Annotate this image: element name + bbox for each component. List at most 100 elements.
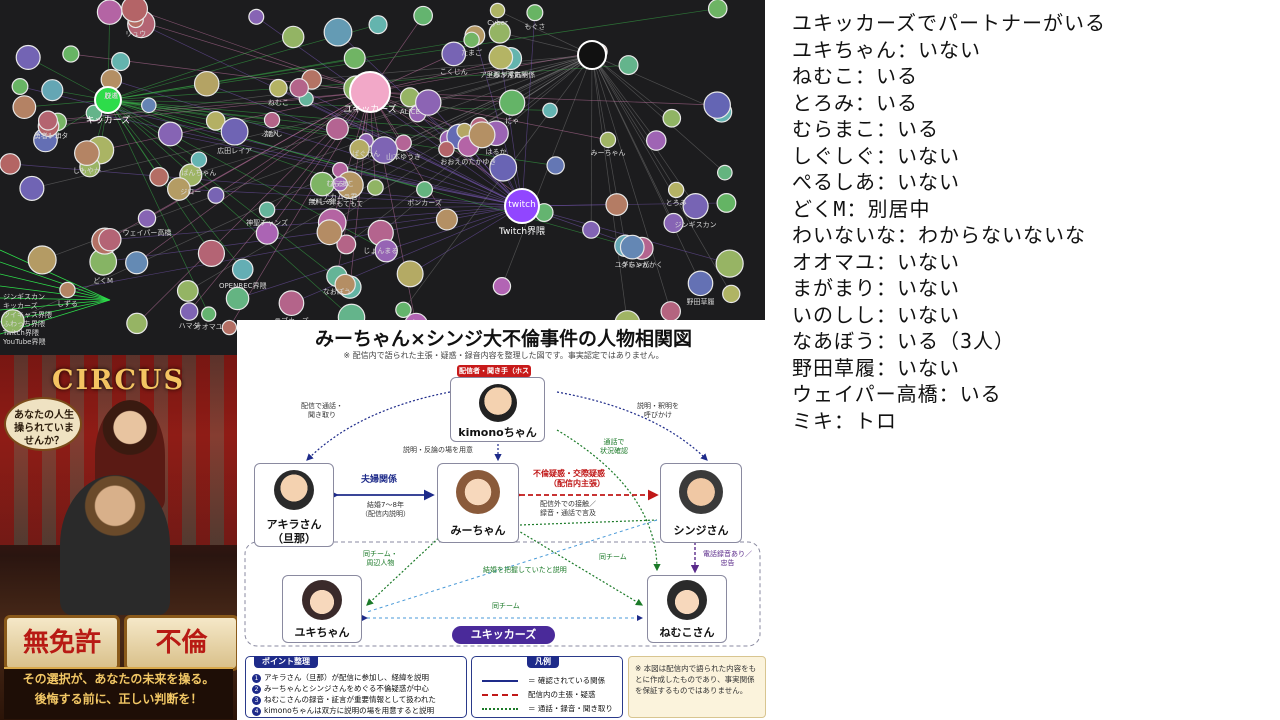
- graph-node-avatar[interactable]: [395, 134, 412, 152]
- graph-node-avatar[interactable]: [157, 121, 183, 147]
- graph-node-avatar[interactable]: [111, 52, 131, 72]
- graph-node-avatar[interactable]: [667, 181, 685, 199]
- graph-node-avatar[interactable]: [687, 270, 714, 297]
- hub-yukkers[interactable]: [349, 71, 391, 113]
- graph-node-avatar[interactable]: [220, 117, 249, 146]
- graph-node-avatar[interactable]: [722, 284, 741, 304]
- graph-node-avatar[interactable]: [74, 140, 100, 167]
- graph-node-avatar[interactable]: [716, 193, 737, 213]
- graph-node-avatar[interactable]: [435, 208, 458, 231]
- graph-node-avatar[interactable]: [41, 79, 64, 102]
- graph-node-avatar[interactable]: [343, 47, 366, 70]
- graph-node-avatar[interactable]: [488, 21, 511, 44]
- graph-node-avatar[interactable]: [416, 181, 434, 198]
- graph-node-avatar[interactable]: [662, 108, 682, 128]
- graph-node-avatar[interactable]: [37, 110, 59, 131]
- graph-node-avatar[interactable]: [0, 309, 25, 334]
- graph-node-avatar[interactable]: [231, 258, 254, 281]
- graph-node-avatar[interactable]: [396, 260, 424, 288]
- graph-edge: [111, 79, 523, 207]
- graph-node-avatar[interactable]: [62, 45, 80, 63]
- graph-node-avatar[interactable]: [326, 117, 349, 141]
- graph-node-avatar[interactable]: [468, 121, 496, 149]
- graph-node-avatar[interactable]: [488, 44, 514, 70]
- graph-node-avatar[interactable]: [207, 186, 225, 204]
- hub-shinsei[interactable]: [577, 40, 607, 70]
- graph-node-avatar[interactable]: [498, 89, 526, 116]
- graph-node-avatar[interactable]: [269, 78, 288, 98]
- graph-node-avatar[interactable]: [526, 4, 544, 22]
- graph-node-avatar[interactable]: [663, 212, 684, 234]
- graph-node-avatar[interactable]: [201, 306, 217, 322]
- graph-node-avatar[interactable]: [489, 2, 506, 19]
- graph-node-avatar[interactable]: [166, 177, 191, 201]
- graph-node-avatar[interactable]: [12, 95, 37, 120]
- graph-node-avatar[interactable]: [715, 249, 744, 278]
- graph-node-avatar[interactable]: [395, 301, 412, 319]
- graph-node-avatar[interactable]: [542, 102, 558, 119]
- graph-node-avatar[interactable]: [0, 153, 21, 175]
- graph-node-avatar[interactable]: [707, 0, 728, 19]
- graph-node-avatar[interactable]: [619, 234, 645, 260]
- graph-node-avatar[interactable]: [716, 164, 733, 181]
- graph-node-avatar[interactable]: [179, 302, 199, 321]
- graph-node-avatar[interactable]: [492, 277, 512, 296]
- graph-node-avatar[interactable]: [546, 156, 565, 175]
- graph-node-avatar[interactable]: [489, 153, 518, 182]
- graph-node-avatar[interactable]: [682, 193, 709, 220]
- graph-node-avatar[interactable]: [645, 130, 667, 151]
- graph-node-avatar[interactable]: [255, 221, 279, 245]
- graph-node-avatar[interactable]: [59, 281, 76, 299]
- graph-node-avatar[interactable]: [336, 234, 357, 255]
- graph-node-avatar[interactable]: [415, 89, 442, 116]
- graph-node-avatar[interactable]: [366, 179, 384, 196]
- graph-node-label: ひる: [104, 91, 119, 100]
- graph-node-avatar[interactable]: [413, 5, 434, 26]
- hub-kickers[interactable]: [94, 86, 122, 114]
- graph-node-avatar[interactable]: [334, 273, 356, 296]
- graph-node-avatar[interactable]: [263, 111, 281, 129]
- graph-node-avatar[interactable]: [193, 70, 220, 97]
- graph-node-avatar[interactable]: [96, 0, 123, 25]
- graph-node-avatar[interactable]: [190, 151, 208, 168]
- graph-node-avatar[interactable]: [618, 55, 639, 76]
- graph-node-avatar[interactable]: [98, 227, 122, 252]
- graph-node-avatar[interactable]: [289, 78, 309, 98]
- graph-node-avatar[interactable]: [370, 136, 398, 164]
- graph-node-avatar[interactable]: [438, 140, 455, 158]
- graph-node-avatar[interactable]: [176, 280, 199, 302]
- graph-node-avatar[interactable]: [323, 17, 353, 47]
- graph-node-avatar[interactable]: [149, 167, 169, 187]
- graph-node-avatar[interactable]: [121, 0, 149, 23]
- graph-node-avatar[interactable]: [248, 8, 265, 25]
- graph-node-avatar[interactable]: [582, 220, 601, 239]
- graph-node-avatar[interactable]: [15, 44, 41, 70]
- graph-node-avatar[interactable]: [599, 131, 617, 149]
- graph-node-avatar[interactable]: [225, 286, 250, 311]
- graph-node-avatar[interactable]: [19, 175, 45, 201]
- graph-node-avatar[interactable]: [125, 251, 149, 275]
- graph-node-avatar[interactable]: [197, 239, 226, 267]
- graph-node-avatar[interactable]: [368, 15, 388, 35]
- graph-node-avatar[interactable]: [126, 312, 148, 335]
- graph-node-avatar[interactable]: [221, 319, 238, 336]
- graph-node-avatar[interactable]: [316, 219, 343, 246]
- graph-node-avatar[interactable]: [27, 245, 57, 275]
- graph-node-avatar[interactable]: [349, 138, 370, 160]
- graph-node-avatar[interactable]: [660, 301, 681, 322]
- graph-node-avatar[interactable]: [332, 176, 348, 192]
- graph-node-avatar[interactable]: [374, 239, 398, 263]
- graph-node-avatar[interactable]: [441, 41, 467, 67]
- graph-node-avatar[interactable]: [258, 201, 276, 218]
- hub-twitch[interactable]: [504, 188, 540, 224]
- graph-node-avatar[interactable]: [137, 209, 157, 228]
- graph-node-avatar[interactable]: [205, 111, 226, 131]
- graph-node-avatar[interactable]: [11, 78, 29, 95]
- graph-node-avatar[interactable]: [463, 31, 480, 49]
- graph-node-avatar[interactable]: [281, 25, 305, 49]
- graph-node-avatar[interactable]: [703, 91, 731, 119]
- graph-node-avatar[interactable]: [605, 193, 629, 216]
- graph-node-avatar[interactable]: [141, 97, 157, 114]
- graph-node-avatar[interactable]: [278, 290, 305, 317]
